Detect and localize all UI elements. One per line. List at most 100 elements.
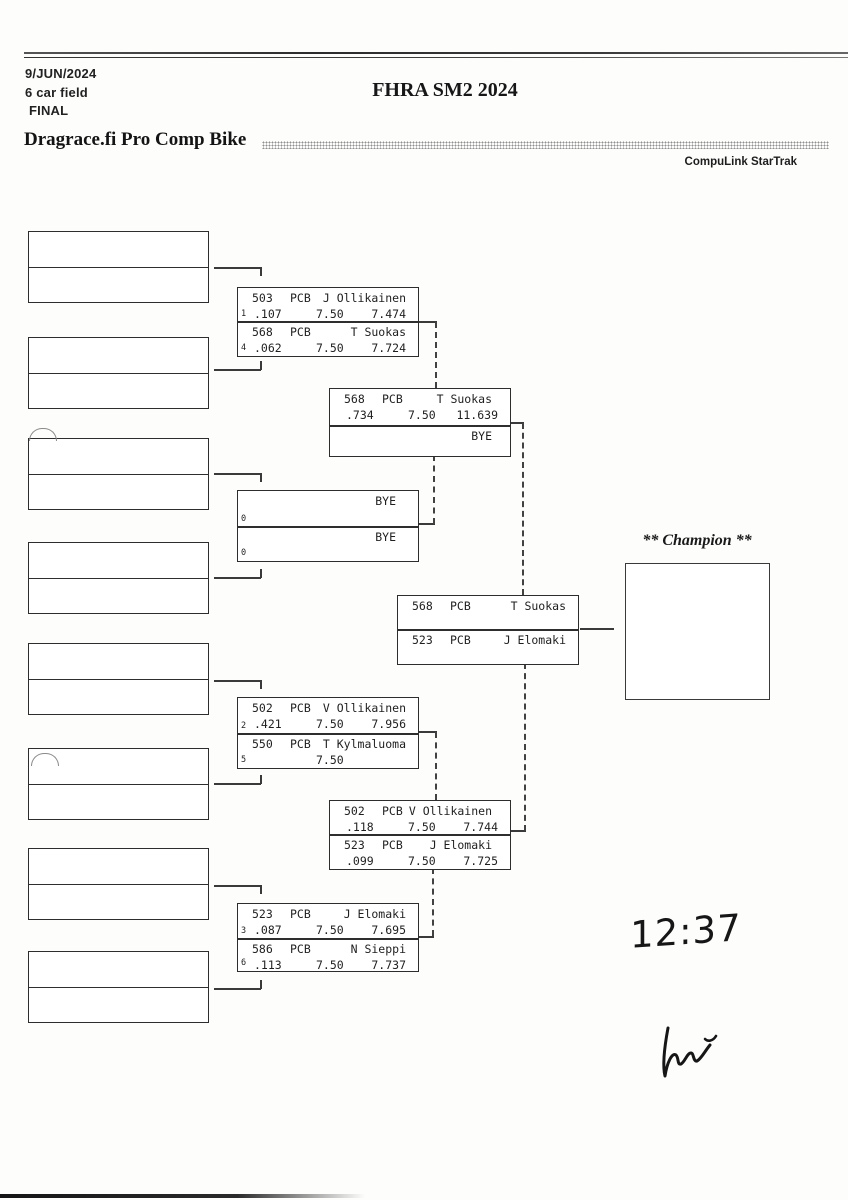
bracket-connector: [214, 473, 261, 475]
entry-top: BYE 0: [238, 491, 418, 526]
driver-name: T Suokas: [350, 325, 406, 339]
elapsed-time: 7.474: [371, 307, 406, 321]
match-divider: [237, 526, 419, 528]
driver-name: T Kylmaluoma: [322, 737, 406, 751]
event-title: FHRA SM2 2024: [372, 79, 518, 101]
signature-scribble: [662, 1026, 718, 1078]
car-number: 503: [252, 291, 273, 305]
dial-in: 7.50: [316, 753, 344, 767]
bye-label: BYE: [471, 429, 492, 443]
match-divider: [237, 321, 419, 323]
slot-divider: [28, 267, 209, 269]
field-size: 6 car field: [25, 85, 88, 100]
driver-name: T Suokas: [510, 599, 566, 613]
seed-number: 2: [241, 721, 247, 731]
timing-brand: CompuLink StarTrak: [684, 156, 797, 168]
bracket-connector-dashed: [433, 455, 435, 524]
first-round-slot-2: [28, 337, 209, 409]
bracket-connector: [260, 885, 262, 894]
driver-name: J Ollikainen: [322, 291, 406, 305]
car-class: PCB: [450, 599, 471, 613]
match-divider: [397, 629, 579, 631]
match-divider: [237, 938, 419, 940]
champion-label: ** Champion **: [642, 532, 752, 549]
car-number: 523: [412, 633, 433, 647]
dial-in: 7.50: [408, 820, 436, 834]
driver-name: J Elomaki: [429, 838, 492, 852]
bracket-connector: [214, 988, 261, 990]
bracket-connector: [260, 980, 262, 989]
driver-name: T Suokas: [436, 392, 492, 406]
slot-divider: [28, 987, 209, 989]
slot-divider: [28, 474, 209, 476]
reaction-time: [254, 753, 300, 767]
bracket-connector: [260, 680, 262, 689]
bracket-connector: [260, 473, 262, 482]
dotted-rule: [262, 141, 829, 149]
elapsed-time: 7.744: [463, 820, 498, 834]
driver-name: V Ollikainen: [408, 804, 492, 818]
bottom-scan-bar: [0, 1194, 365, 1198]
champion-box: [625, 563, 770, 700]
first-round-slot-4: [28, 542, 209, 614]
driver-name: J Elomaki: [343, 907, 406, 921]
bracket-connector: [417, 321, 437, 323]
bracket-connector: [214, 369, 261, 371]
bracket-connector: [580, 628, 614, 630]
entry-bottom: BYE 0: [238, 527, 418, 560]
match-bye: BYE 0 BYE 0: [237, 490, 419, 562]
seed-number: 3: [241, 926, 247, 936]
driver-name: V Ollikainen: [322, 701, 406, 715]
bracket-connector: [260, 569, 262, 578]
dial-in: 7.50: [408, 408, 436, 422]
slot-divider: [28, 679, 209, 681]
seed-number: 1: [241, 309, 247, 319]
top-rule-upper: [24, 52, 848, 54]
first-round-slot-5: [28, 643, 209, 715]
bracket-connector: [417, 731, 437, 733]
dial-in: 7.50: [316, 717, 344, 731]
car-number: 586: [252, 942, 273, 956]
car-number: 568: [344, 392, 365, 406]
car-class: PCB: [382, 838, 403, 852]
car-number: 550: [252, 737, 273, 751]
car-class: PCB: [290, 942, 311, 956]
first-round-slot-6: [28, 748, 209, 820]
car-number: 523: [344, 838, 365, 852]
car-number: 502: [344, 804, 365, 818]
car-number: 568: [252, 325, 273, 339]
first-round-slot-8: [28, 951, 209, 1023]
reaction-time: .734: [346, 408, 374, 422]
bracket-connector: [417, 523, 435, 525]
car-class: PCB: [290, 701, 311, 715]
dial-in: 7.50: [316, 923, 344, 937]
bracket-connector-dashed: [522, 423, 524, 595]
car-class: PCB: [290, 325, 311, 339]
seed-number: 0: [241, 548, 247, 558]
bracket-connector: [260, 267, 262, 276]
bye-label: BYE: [375, 530, 396, 544]
print-date: 9/JUN/2024: [25, 66, 97, 81]
first-round-slot-7: [28, 848, 209, 920]
scan-artifact-arc-1: [29, 428, 57, 441]
reaction-time: .087: [254, 923, 282, 937]
reaction-time: .107: [254, 307, 282, 321]
slot-divider: [28, 784, 209, 786]
seed-number: 6: [241, 958, 247, 968]
elapsed-time: 11.639: [456, 408, 498, 422]
round-label: FINAL: [29, 103, 69, 118]
reaction-time: .062: [254, 341, 282, 355]
car-number: 523: [252, 907, 273, 921]
